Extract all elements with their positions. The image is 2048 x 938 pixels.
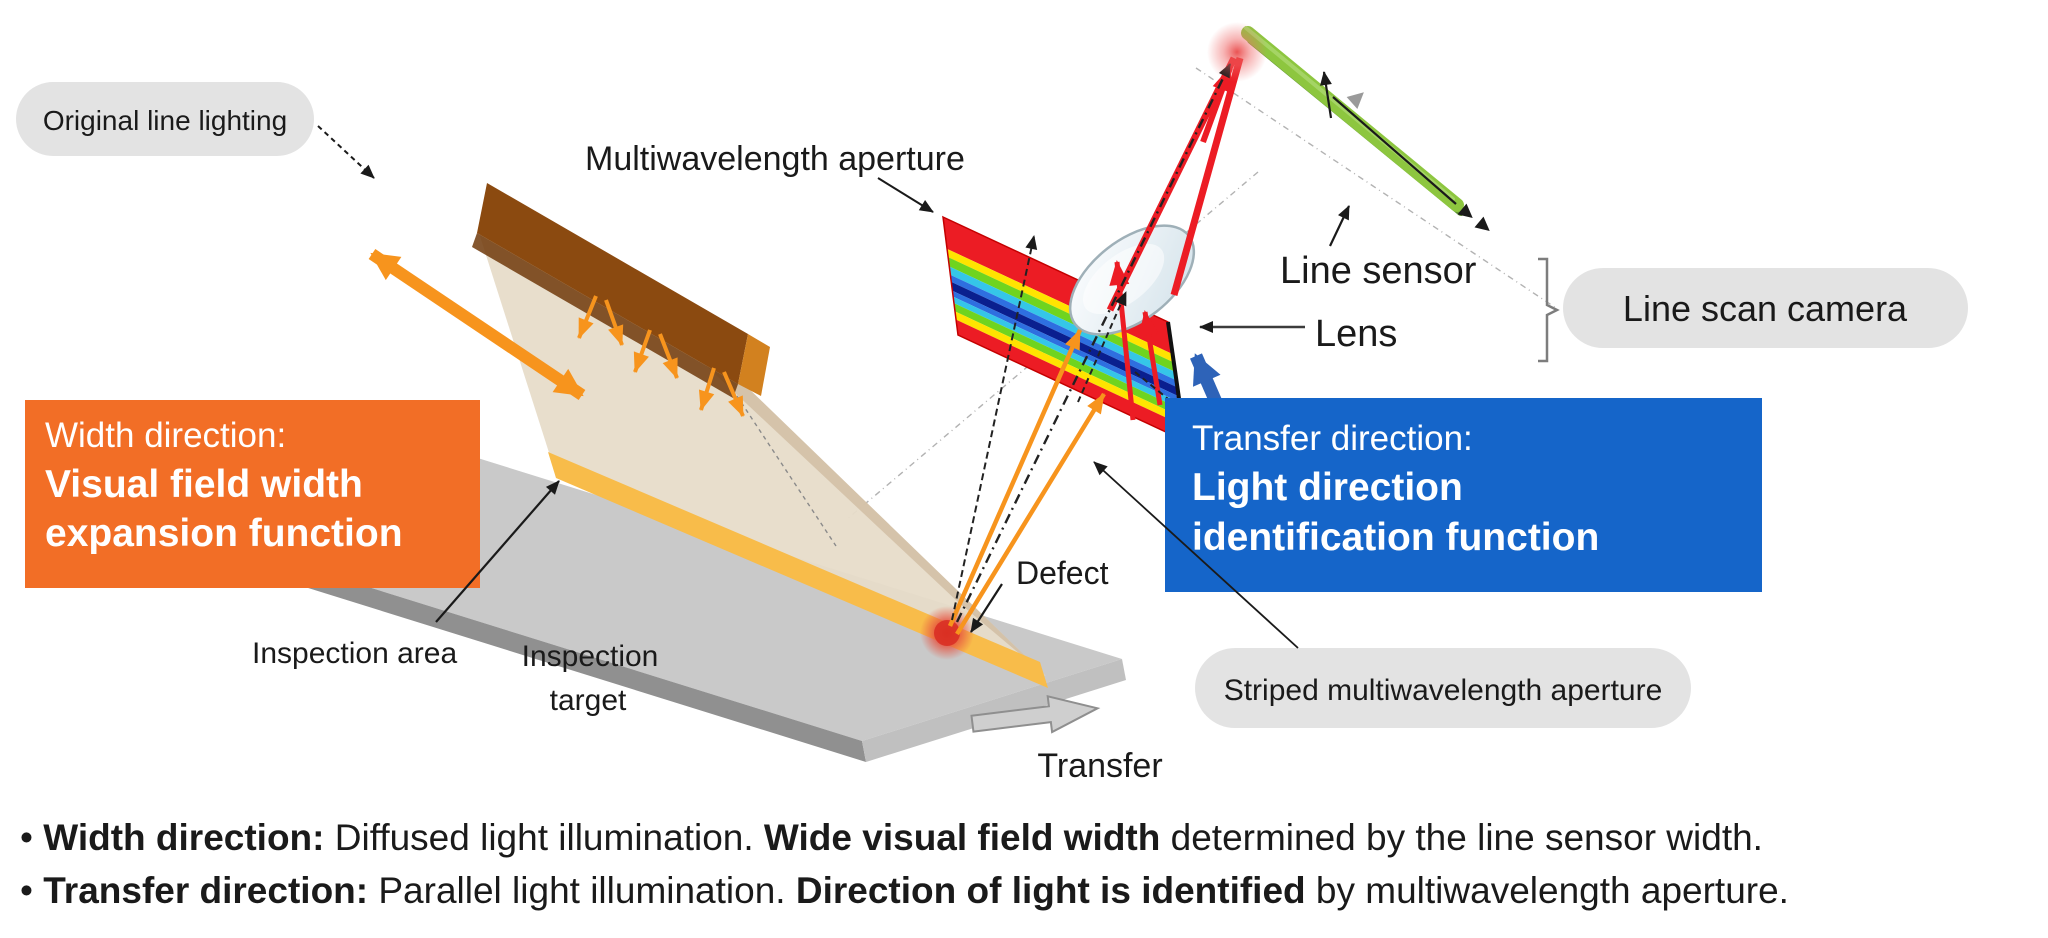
bullet-1-bold-2: Wide visual field width bbox=[764, 817, 1160, 858]
aperture-stripe bbox=[947, 248, 1174, 363]
inspection-area-pointer-arrow bbox=[435, 480, 560, 623]
defect-core bbox=[934, 620, 960, 646]
sensor-axis-arrowhead-icon bbox=[1457, 203, 1473, 218]
diffusion-arrow-icon bbox=[604, 299, 624, 346]
line-sensor-label: Line sensor bbox=[1280, 250, 1477, 292]
line-scan-camera-label: Line scan camera bbox=[1623, 288, 1908, 329]
bullet-2-bold-1: Transfer direction: bbox=[43, 870, 368, 911]
aperture-pointer-arrow bbox=[877, 177, 934, 213]
sensor-normal-arrow-icon bbox=[1320, 71, 1333, 119]
width-box-line1: Width direction: bbox=[45, 416, 286, 455]
inspection-area-label: Inspection area bbox=[252, 637, 457, 670]
red-arrow-through-aperture-2 bbox=[1138, 310, 1163, 406]
diffused-light-sheet-shadow bbox=[700, 360, 1046, 676]
sheet-center-guide-line bbox=[736, 395, 837, 547]
orange-beam-2 bbox=[955, 392, 1106, 636]
transfer-box-line2: Light direction bbox=[1192, 466, 1463, 509]
width-box-line2: Visual field width bbox=[45, 463, 363, 506]
aperture-stripe bbox=[948, 257, 1175, 372]
width-direction-double-arrow-icon bbox=[368, 249, 586, 400]
optical-axis-guide-line-right bbox=[1195, 67, 1557, 309]
sensor-spot-glow bbox=[1207, 22, 1267, 82]
transfer-block-arrow-icon bbox=[970, 694, 1101, 734]
diffusion-arrow-icon bbox=[698, 367, 716, 411]
striped-aperture-pointer-arrow bbox=[1093, 461, 1299, 649]
original-line-lighting-pointer-arrow bbox=[317, 125, 375, 179]
bullet-1-text-1: Diffused light illumination. bbox=[324, 817, 763, 858]
bullet-1-bold-1: Width direction: bbox=[43, 817, 324, 858]
diffusion-arrow-icon bbox=[633, 329, 652, 373]
bullet-2-dot: • bbox=[20, 870, 43, 911]
orange-beam-1 bbox=[947, 329, 1083, 627]
original-line-lighting-badge bbox=[16, 82, 314, 156]
chief-ray-dashed-arrow bbox=[955, 63, 1232, 623]
bullet-2-text-1: Parallel light illumination. bbox=[368, 870, 796, 911]
line-sensor-bar bbox=[1241, 26, 1465, 216]
line-lighting-end-cap bbox=[738, 334, 770, 396]
defect-label: Defect bbox=[1016, 555, 1109, 591]
defect-pointer-arrow bbox=[970, 583, 1003, 633]
aperture-stripe bbox=[953, 296, 1179, 409]
line-sensor-pointer-arrow bbox=[1329, 205, 1350, 247]
bullet-1-text-2: determined by the line sensor width. bbox=[1160, 817, 1763, 858]
sensor-axis-arrowhead-icon bbox=[1474, 216, 1490, 231]
transfer-direction-box bbox=[1165, 398, 1762, 592]
transfer-block-arrow-shape bbox=[970, 694, 1101, 734]
lens-label: Lens bbox=[1315, 313, 1397, 355]
transfer-box-line1: Transfer direction: bbox=[1192, 419, 1473, 458]
striped-aperture-label: Striped multiwavelength aperture bbox=[1224, 674, 1663, 707]
sensor-scan-axis-line bbox=[1332, 96, 1457, 205]
diffusion-arrow-icon bbox=[722, 371, 745, 417]
multiwavelength-aperture-label: Multiwavelength aperture bbox=[585, 140, 965, 178]
aperture-stripe bbox=[956, 319, 1183, 440]
line-lighting-body bbox=[477, 183, 748, 384]
red-arrow-through-aperture-1 bbox=[1109, 260, 1136, 421]
aperture-stripe bbox=[950, 274, 1177, 387]
bullet-line-1: • Width direction: Diffused light illumi… bbox=[20, 817, 1763, 858]
transfer-label: Transfer bbox=[1037, 747, 1162, 785]
red-arrow-to-sensor bbox=[1200, 66, 1233, 144]
line-sensor-body bbox=[1241, 26, 1464, 212]
striped-aperture-badge bbox=[1195, 648, 1691, 728]
width-direction-box bbox=[25, 400, 480, 588]
dashed-arrow-exit-aperture bbox=[1134, 371, 1190, 417]
aperture-stripe bbox=[951, 281, 1178, 396]
aperture-stripe bbox=[949, 266, 1176, 380]
diffusion-arrows bbox=[577, 295, 745, 417]
plate-right-face bbox=[862, 659, 1126, 762]
sensor-grey-arrowhead-icon bbox=[1346, 92, 1364, 109]
inspection-target-label-line2: target bbox=[550, 684, 627, 717]
bullet-1-dot: • bbox=[20, 817, 43, 858]
red-beam-2 bbox=[1170, 57, 1244, 296]
bullet-2-text-2: by multiwavelength aperture. bbox=[1306, 870, 1789, 911]
plate-front-face bbox=[208, 537, 866, 762]
bullet-2-bold-2: Direction of light is identified bbox=[796, 870, 1306, 911]
inspection-target-label-line1: Inspection bbox=[522, 640, 659, 673]
diffusion-arrow-icon bbox=[658, 333, 679, 379]
original-line-lighting-label: Original line lighting bbox=[43, 105, 287, 136]
line-scan-camera-badge bbox=[1563, 268, 1968, 348]
bullet-line-2: • Transfer direction: Parallel light ill… bbox=[20, 870, 1789, 911]
camera-bracket-icon bbox=[1538, 257, 1560, 363]
dashed-arrow-to-lens bbox=[1077, 291, 1127, 403]
transfer-box-line3: identification function bbox=[1192, 516, 1599, 559]
width-box-line3: expansion function bbox=[45, 512, 403, 555]
